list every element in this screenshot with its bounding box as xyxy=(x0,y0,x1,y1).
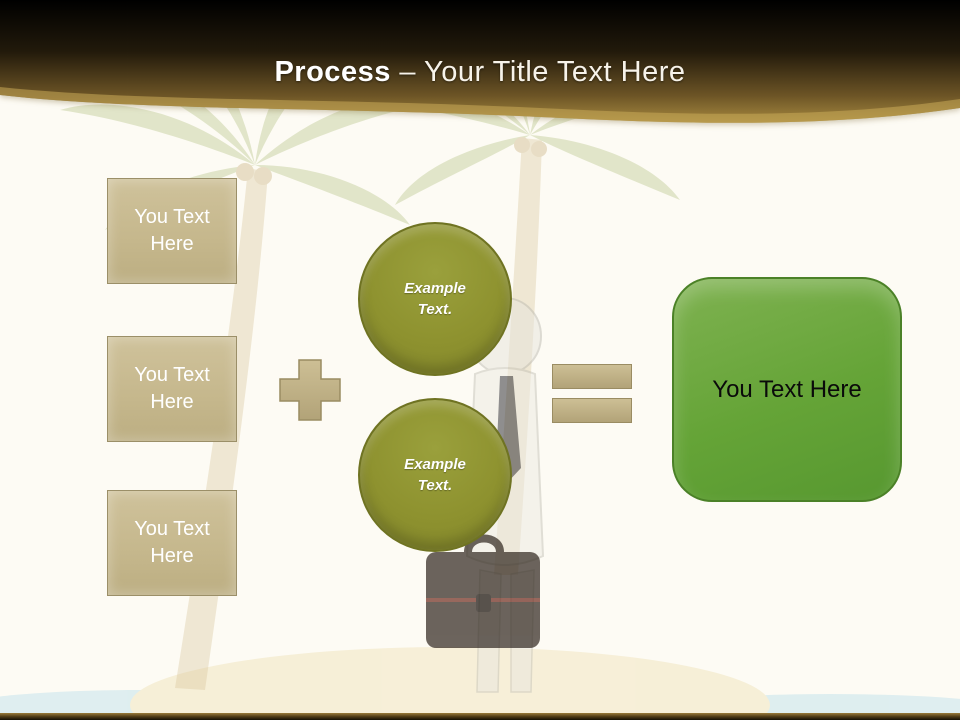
example-circle-2[interactable]: Example Text. xyxy=(358,398,512,552)
result-box-label: You Text Here xyxy=(712,375,862,403)
example-circle-1[interactable]: Example Text. xyxy=(358,222,512,376)
bottom-border xyxy=(0,713,960,720)
briefcase xyxy=(426,534,540,648)
process-box-2-label: You Text Here xyxy=(134,364,210,413)
process-box-1[interactable]: You Text Here xyxy=(107,178,237,284)
slide-title-emphasis: Process xyxy=(274,56,391,88)
example-circle-1-label: Example Text. xyxy=(404,280,466,318)
equals-bottom-bar xyxy=(552,398,632,423)
process-box-3[interactable]: You Text Here xyxy=(107,490,237,596)
slide-title: Process – Your Title Text Here xyxy=(0,56,960,89)
plus-icon xyxy=(279,359,341,421)
result-box[interactable]: You Text Here xyxy=(672,277,902,502)
equals-top-bar xyxy=(552,364,632,389)
title-band-shape xyxy=(0,0,960,123)
process-box-3-label: You Text Here xyxy=(134,518,210,567)
process-box-2[interactable]: You Text Here xyxy=(107,336,237,442)
beach-ground xyxy=(0,647,960,720)
equals-icon xyxy=(552,364,632,423)
process-box-1-label: You Text Here xyxy=(134,206,210,255)
title-band xyxy=(0,0,960,140)
slide-title-rest: – Your Title Text Here xyxy=(390,56,686,88)
example-circle-2-label: Example Text. xyxy=(404,456,466,494)
